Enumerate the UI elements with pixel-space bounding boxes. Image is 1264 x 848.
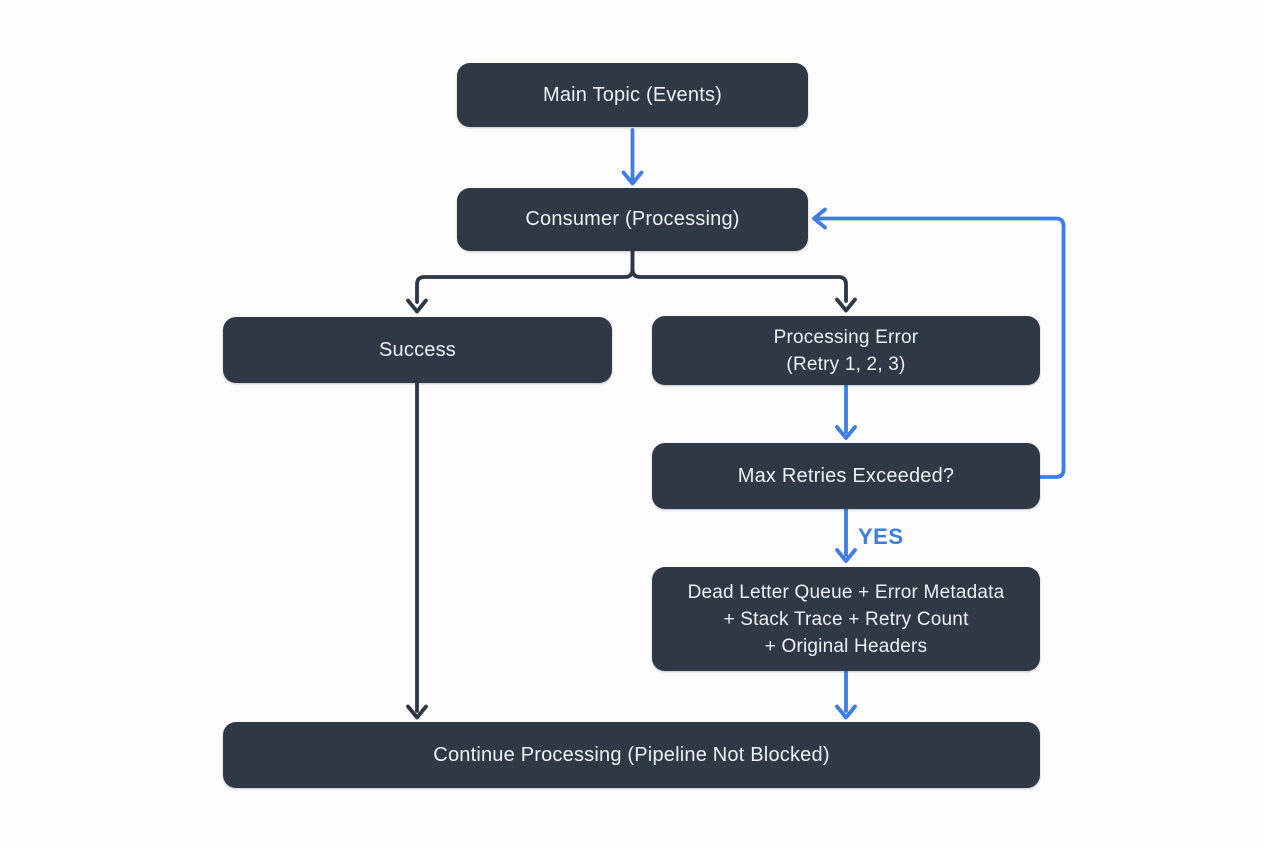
node-processing-error: Processing Error (Retry 1, 2, 3) <box>652 316 1040 385</box>
node-dead-letter-label-line3: + Original Headers <box>764 635 928 657</box>
node-dead-letter-queue: Dead Letter Queue + Error Metadata + Sta… <box>652 567 1040 671</box>
edge-retry-feedback-to-consumer <box>812 207 1066 479</box>
node-dead-letter-label-line1: Dead Letter Queue + Error Metadata <box>687 581 1005 603</box>
node-success: Success <box>223 317 612 383</box>
edge-dead-letter-to-continue <box>835 670 857 720</box>
node-processing-error-label-line1: Processing Error <box>773 326 919 348</box>
node-continue-processing: Continue Processing (Pipeline Not Blocke… <box>223 722 1040 788</box>
edge-consumer-to-success <box>406 250 635 314</box>
node-success-label: Success <box>379 338 456 361</box>
node-continue-processing-label: Continue Processing (Pipeline Not Blocke… <box>433 743 830 766</box>
edge-processing-error-to-max-retries <box>835 384 857 440</box>
edge-consumer-to-processing-error <box>630 250 857 313</box>
edge-label-yes: YES <box>858 524 904 549</box>
node-consumer: Consumer (Processing) <box>457 188 808 251</box>
node-max-retries: Max Retries Exceeded? <box>652 443 1040 509</box>
node-main-topic-label: Main Topic (Events) <box>542 83 723 106</box>
node-consumer-label: Consumer (Processing) <box>525 208 740 230</box>
node-processing-error-label-line2: (Retry 1, 2, 3) <box>786 353 906 375</box>
node-main-topic: Main Topic (Events) <box>457 63 808 127</box>
edge-success-to-continue <box>406 382 428 720</box>
node-max-retries-label: Max Retries Exceeded? <box>737 464 955 487</box>
node-dead-letter-label-line2: + Stack Trace + Retry Count <box>723 608 969 630</box>
edge-max-retries-to-dead-letter <box>835 508 857 563</box>
edge-main-topic-to-consumer <box>621 128 644 186</box>
